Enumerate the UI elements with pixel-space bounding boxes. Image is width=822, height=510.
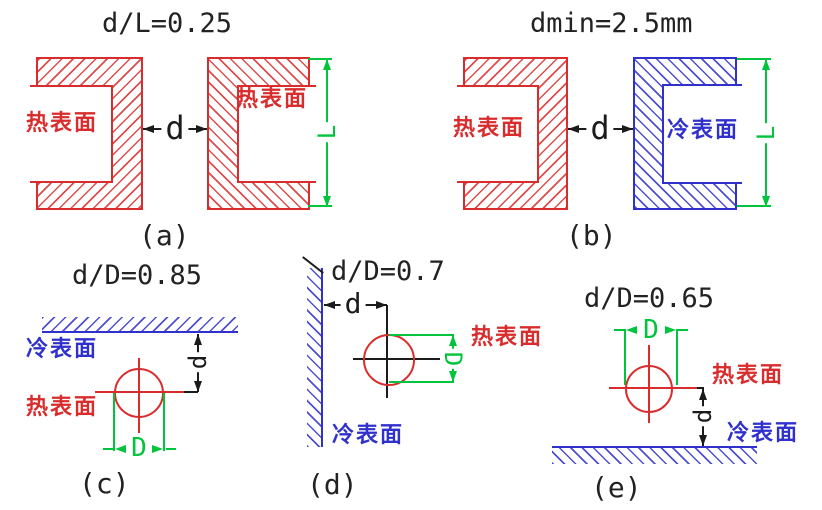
panel-e-diameter-dim-label: D (640, 317, 662, 343)
panel-c-diameter-overshoot-right (166, 448, 176, 450)
panel-e-gap-connector (697, 387, 704, 389)
panel-b-height-arrow-up-icon (762, 59, 770, 70)
panel-c-gap-arrow-down-icon (194, 381, 202, 392)
panel-d-title: d/D=0.7 (331, 256, 445, 287)
panel-c-caption: (c) (79, 467, 130, 500)
panel-e-gap-arrow-up-icon (699, 389, 707, 400)
panel-d-cold-surface (307, 268, 323, 447)
panel-c-diameter-ext-left (113, 393, 115, 451)
panel-b-gap-dim-label: d (586, 112, 614, 144)
panel-e-title: d/D=0.65 (584, 283, 715, 314)
panel-a-right-hot-label: 热表面 (236, 87, 309, 112)
panel-e-diameter-arrow-left-icon (626, 326, 637, 334)
panel-d-gap-arrow-left-icon (324, 301, 335, 309)
panel-e-gap-dim-label: d (689, 405, 717, 427)
panel-c-hot-circle (114, 368, 164, 418)
panel-c-diameter-arrow-left-icon (115, 445, 126, 453)
panel-e-cold-label: 冷表面 (727, 421, 800, 446)
panel-e-hot-circle (625, 365, 673, 413)
panel-d-cold-label: 冷表面 (332, 423, 405, 448)
panel-b-cold-label: 冷表面 (667, 118, 740, 143)
panel-c-diameter-overshoot-left (103, 448, 113, 450)
panel-d-hot-circle (363, 334, 415, 386)
panel-a-left-hot-label: 热表面 (26, 111, 99, 136)
panel-d-diameter-dim-label: D (439, 348, 467, 370)
panel-b-hot-label: 热表面 (453, 116, 526, 141)
panel-a-caption: (a) (139, 219, 190, 252)
panel-e-gap-arrow-down-icon (699, 435, 707, 446)
panel-e-cold-surface (552, 446, 757, 464)
panel-c-hot-label: 热表面 (26, 395, 99, 420)
panel-b-height-tick-bottom (737, 205, 771, 207)
panel-e-diameter-overshoot-left (614, 329, 624, 331)
panel-a-height-dim-label: L (313, 121, 341, 143)
panel-b-height-tick-top (737, 58, 771, 60)
panel-d-caption: (d) (307, 468, 358, 501)
panel-c-gap-arrow-up-icon (194, 334, 202, 345)
panel-b-gap-arrow-left-icon (568, 125, 579, 133)
panel-a-left-block-notch (30, 85, 113, 183)
panel-c-title: d/D=0.85 (72, 260, 203, 291)
panel-b-caption: (b) (566, 219, 617, 252)
panel-e-diameter-ext-right (676, 329, 678, 385)
panel-d-diameter-arrow-down-icon (449, 371, 457, 382)
panel-b-title: dmin=2.5mm (530, 8, 693, 39)
panel-c-diameter-arrow-right-icon (152, 445, 163, 453)
panel-a-height-tick-bottom (308, 205, 332, 207)
panel-e-diameter-overshoot-right (678, 329, 688, 331)
panel-a-gap-arrow-left-icon (143, 125, 154, 133)
panel-d-diameter-ext-top (389, 334, 453, 336)
panel-c-diameter-ext-right (163, 393, 165, 451)
panel-e-hot-label: 热表面 (712, 363, 785, 388)
panel-a-gap-dim-label: d (161, 112, 189, 144)
panel-c-gap-dim-label: d (184, 351, 212, 373)
panel-e-diameter-ext-left (624, 329, 626, 385)
panel-a-right-block-notch (237, 85, 316, 183)
panel-d-diameter-arrow-up-icon (449, 335, 457, 346)
panel-c-gap-connector (184, 391, 198, 393)
panel-d-diameter-ext-bottom (389, 381, 453, 383)
panel-b-hot-block-notch (457, 85, 539, 183)
panel-d-gap-arrow-right-icon (376, 301, 387, 309)
panel-b-gap-arrow-right-icon (622, 125, 633, 133)
panel-c-cold-surface (42, 317, 238, 333)
panel-a-gap-arrow-right-icon (196, 125, 207, 133)
panel-e-caption: (e) (591, 471, 642, 504)
panel-e-diameter-arrow-right-icon (665, 326, 676, 334)
panel-d-gap-dim-label: d (340, 290, 366, 318)
panel-a-height-arrow-down-icon (323, 196, 331, 207)
panel-d-hot-label: 热表面 (471, 325, 544, 350)
panel-c-diameter-dim-label: D (131, 433, 147, 463)
panel-a-title: d/L=0.25 (102, 8, 233, 39)
panel-a-height-tick-top (308, 58, 332, 60)
panel-a-height-arrow-up-icon (323, 59, 331, 70)
panel-b-cold-block-notch (662, 84, 742, 184)
panel-b-height-dim-label: L (752, 122, 780, 144)
panel-b-height-arrow-down-icon (762, 196, 770, 207)
panel-c-cold-label: 冷表面 (26, 337, 99, 362)
